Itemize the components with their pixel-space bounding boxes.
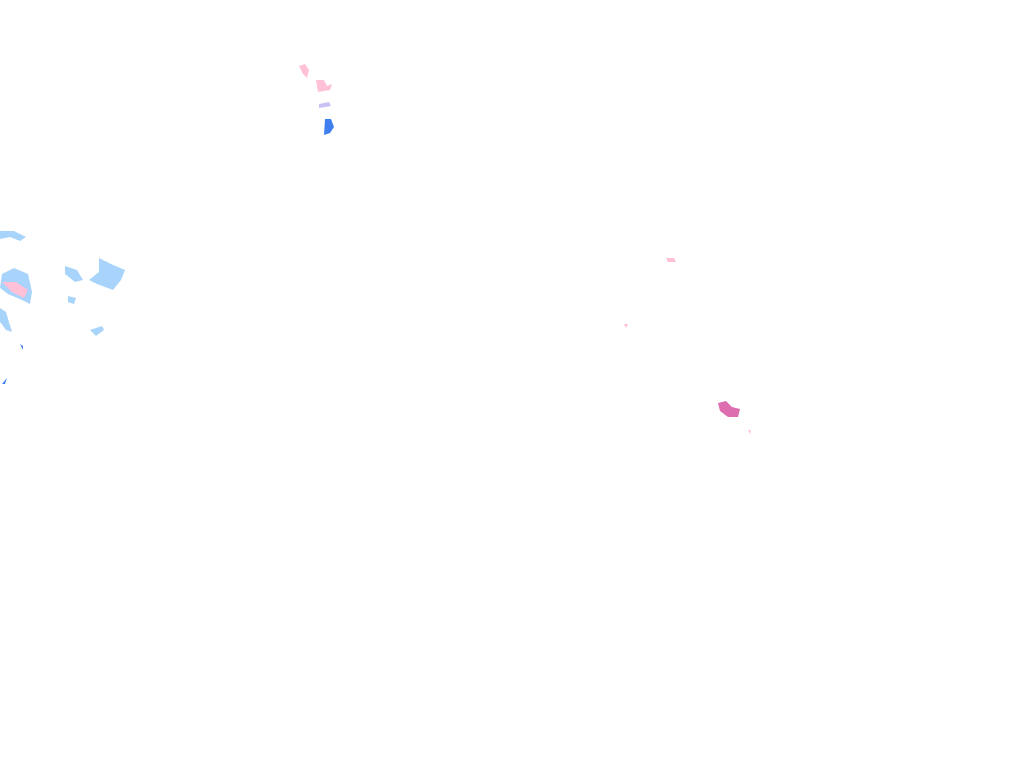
precip-cell: [316, 80, 332, 92]
precip-cell: [324, 119, 334, 135]
precip-cell: [2, 378, 7, 384]
precip-cell: [299, 64, 309, 78]
precip-cells-west: [0, 231, 125, 384]
precip-cell: [20, 344, 23, 350]
precip-cell: [666, 258, 676, 262]
precip-cell: [0, 308, 12, 332]
precip-cell: [748, 430, 751, 434]
precip-cell: [2, 282, 28, 298]
precip-cells-north: [299, 64, 334, 135]
precip-cell: [65, 266, 83, 282]
precip-cell: [90, 326, 104, 336]
precip-cell: [89, 258, 125, 290]
precip-cell: [0, 231, 26, 241]
precip-cell: [718, 401, 740, 417]
precip-cell: [624, 324, 628, 328]
precip-cell: [319, 102, 331, 108]
precip-cells-east: [624, 258, 751, 434]
precip-cell: [68, 296, 76, 304]
